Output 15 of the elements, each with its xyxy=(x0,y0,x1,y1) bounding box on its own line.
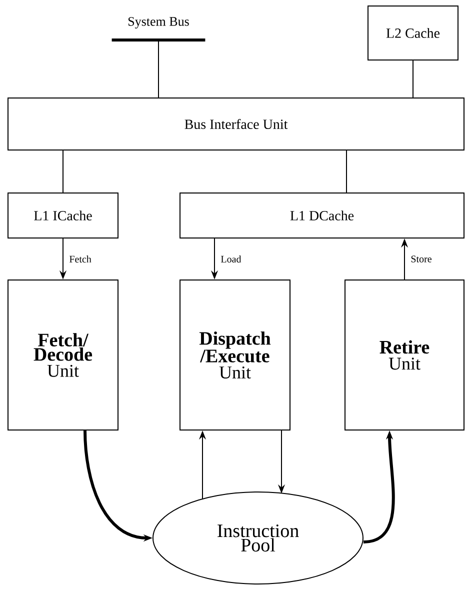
unit-box: Fetch/ Decode Unit xyxy=(8,280,118,430)
unit-box: Dispatch /Execute Unit xyxy=(180,280,290,430)
connector xyxy=(62,150,64,193)
cache-box: L2 Cache xyxy=(368,6,458,60)
cache-box: L1 ICache xyxy=(8,192,118,238)
edge-label: Load xyxy=(220,254,242,264)
connector xyxy=(412,60,414,98)
edge-label: Store xyxy=(410,254,433,264)
cache-box: Bus Interface Unit xyxy=(8,98,464,150)
bus-line: System Bus xyxy=(112,17,206,42)
connector xyxy=(346,150,347,193)
unit-box: Retire Unit xyxy=(344,280,464,430)
edge-label: Fetch xyxy=(68,254,92,264)
cache-box: L1 DCache xyxy=(180,192,464,238)
connector xyxy=(158,40,159,98)
